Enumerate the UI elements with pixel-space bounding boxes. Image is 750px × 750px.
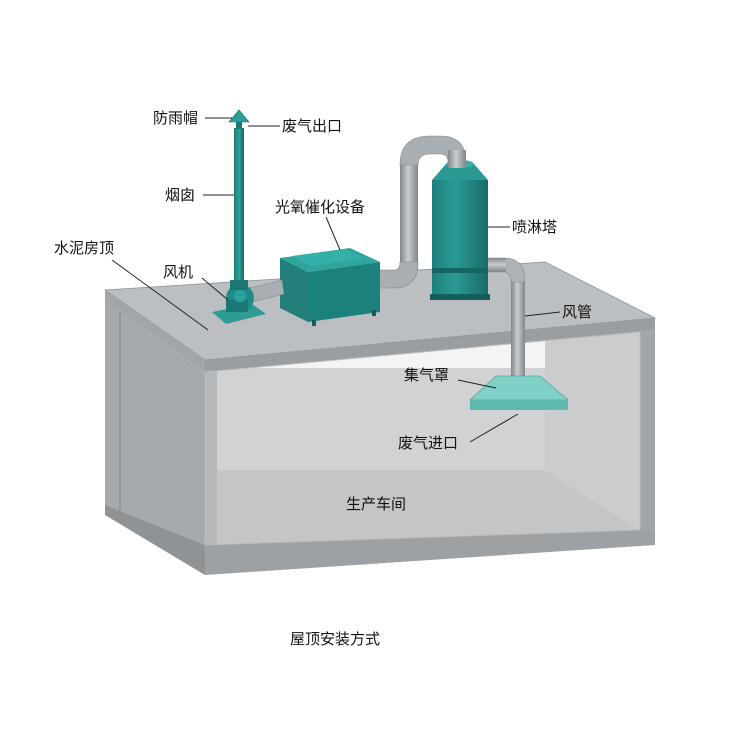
photo-unit-side xyxy=(280,258,308,322)
photo-unit-leg xyxy=(372,310,376,316)
label-spray-tower: 喷淋塔 xyxy=(512,218,557,236)
connecting-pipe xyxy=(377,135,467,289)
spray-tower-body xyxy=(432,180,488,298)
roof-left-edge xyxy=(105,290,205,372)
rain-cap xyxy=(228,109,250,123)
labels: 防雨帽 废气出口 烟囱 光氧催化设备 水泥房顶 喷淋塔 风机 风管 集气罩 废气… xyxy=(54,109,592,513)
tower-outlet-pipe xyxy=(486,258,506,272)
right-pillar xyxy=(640,330,655,545)
photo-unit-front xyxy=(308,262,380,322)
photo-unit-leg xyxy=(312,320,316,326)
front-left-pillar xyxy=(205,371,217,545)
leader-exhaust-inlet xyxy=(469,413,519,443)
fan-hub xyxy=(234,290,246,302)
label-fan: 风机 xyxy=(163,263,193,281)
fan-motor xyxy=(226,300,248,312)
leader-gas-hood xyxy=(457,379,497,389)
rain-cap-neck xyxy=(236,122,242,129)
label-chimney: 烟囱 xyxy=(165,186,195,204)
label-cement-roof: 水泥房顶 xyxy=(54,239,114,257)
floor-top-edge xyxy=(105,505,205,575)
chimney-base xyxy=(230,280,248,290)
leader-photo-unit xyxy=(325,216,341,251)
label-rain-cap: 防雨帽 xyxy=(153,109,198,127)
leader-fan xyxy=(201,277,229,301)
photo-oxidation-unit xyxy=(280,248,380,326)
spray-tower xyxy=(430,160,506,300)
chimney xyxy=(228,109,250,290)
spray-tower-cone xyxy=(432,164,488,180)
label-workshop: 生产车间 xyxy=(346,495,406,513)
pipe-right-leg xyxy=(448,150,466,168)
fan xyxy=(212,279,285,324)
label-exhaust-outlet: 废气出口 xyxy=(282,117,342,135)
label-exhaust-inlet: 废气进口 xyxy=(398,434,458,452)
roof-front-edge xyxy=(205,318,655,372)
fan-base xyxy=(212,304,266,324)
leader-lines xyxy=(111,117,561,443)
photo-unit-lid xyxy=(292,249,365,266)
chimney-stack xyxy=(234,128,244,288)
label-air-duct: 风管 xyxy=(562,303,592,321)
diagram-caption: 屋顶安装方式 xyxy=(290,630,380,648)
air-duct-vertical xyxy=(511,282,525,378)
left-outer-wall xyxy=(105,302,205,575)
gas-hood xyxy=(468,375,570,410)
gas-hood-skirt xyxy=(470,400,568,410)
spray-tower-base xyxy=(430,294,490,300)
pipe-left-leg xyxy=(400,160,418,270)
interior-back-wall xyxy=(215,368,545,470)
label-gas-hood: 集气罩 xyxy=(404,366,449,384)
leader-air-duct xyxy=(524,311,561,317)
spray-tower-band xyxy=(432,268,488,273)
interior-floor xyxy=(205,470,640,545)
label-photo-oxidation-unit: 光氧催化设备 xyxy=(275,198,365,216)
leader-cement-roof xyxy=(111,259,209,331)
